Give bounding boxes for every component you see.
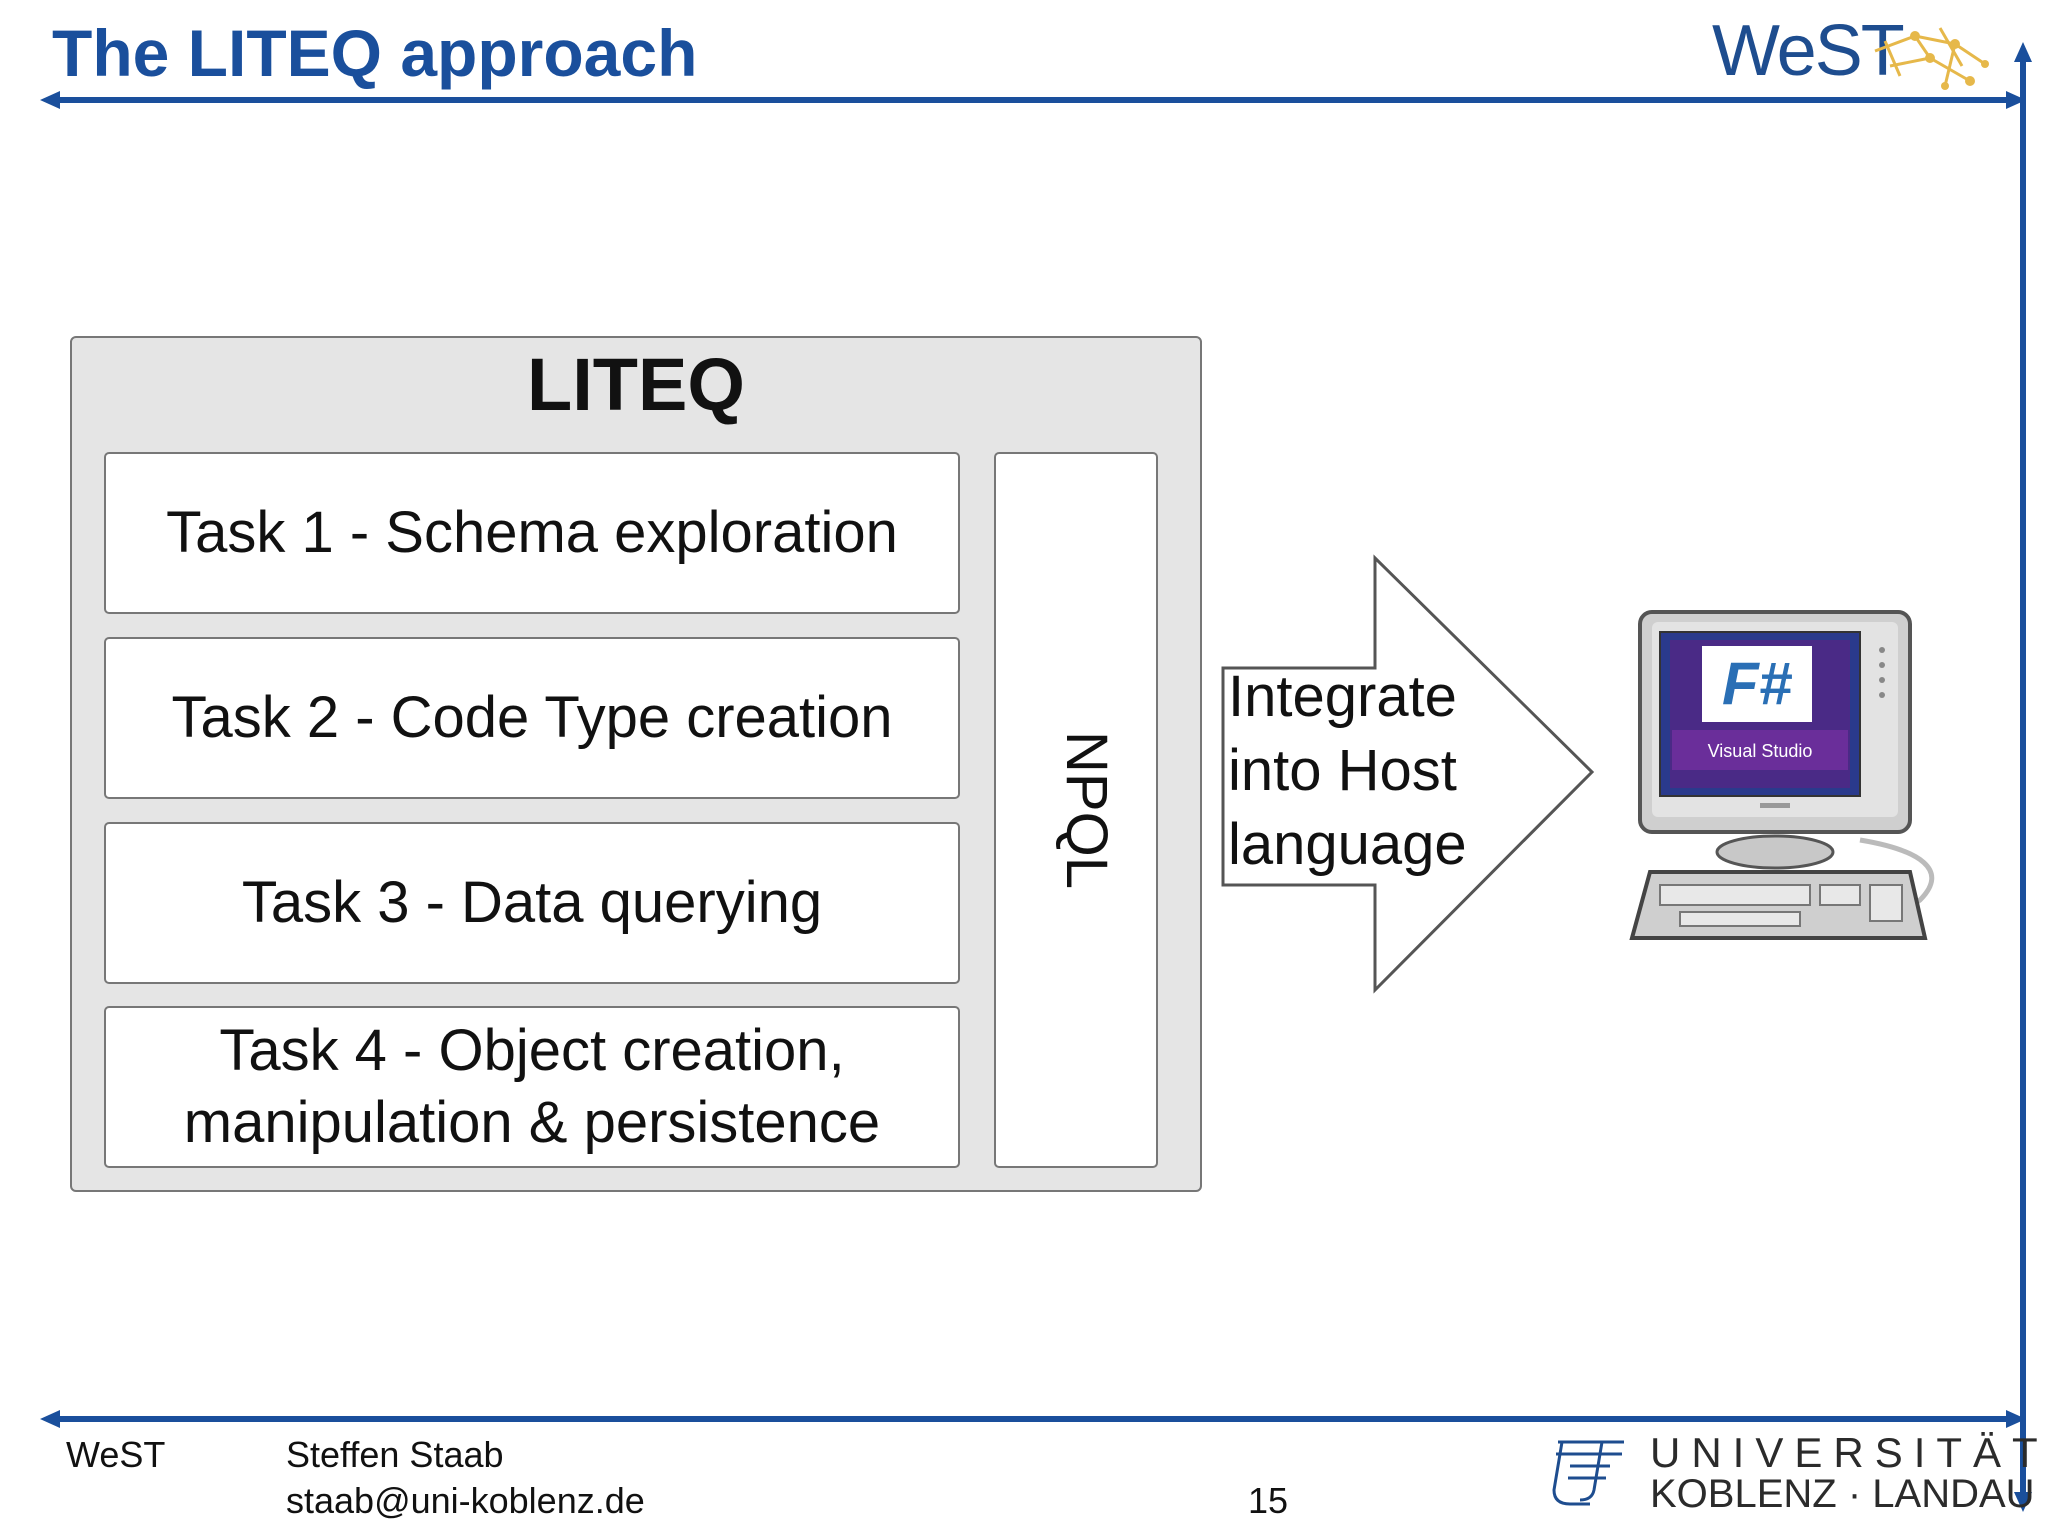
integrate-line-3: language: [1228, 812, 1467, 877]
task-4-label: Task 4 - Object creation, manipulation &…: [183, 1018, 881, 1155]
task-3-label: Task 3 - Data querying: [241, 870, 823, 935]
bottom-rule: [52, 1416, 2012, 1422]
bottom-rule-right-arrow: [2006, 1410, 2026, 1428]
task-2-label: Task 2 - Code Type creation: [171, 685, 893, 750]
west-logo: WeST: [1700, 6, 2000, 102]
slide-title: The LITEQ approach: [52, 16, 698, 90]
task-4-box: Task 4 - Object creation, manipulation &…: [104, 1006, 960, 1168]
footer-email: staab@uni-koblenz.de: [286, 1480, 645, 1521]
bottom-rule-left-arrow: [40, 1410, 60, 1428]
task-2-box: Task 2 - Code Type creation: [104, 637, 960, 799]
integrate-line-2: into Host: [1228, 738, 1457, 803]
page-number: 15: [1248, 1480, 1289, 1521]
top-rule: [52, 97, 2012, 103]
top-rule-right-arrow: [2006, 91, 2026, 109]
top-rule-left-arrow: [40, 91, 60, 109]
screen-logo-text: F#: [1722, 650, 1793, 717]
university-line-2: KOBLENZ · LANDAU: [1650, 1472, 2035, 1516]
network-graphic: [1874, 27, 1989, 90]
liteq-title: LITEQ: [527, 343, 745, 426]
integrate-line-1: Integrate: [1228, 664, 1457, 729]
right-rule-top-arrow: [2014, 42, 2032, 62]
computer-illustration: F# Visual Studio: [1620, 600, 1950, 950]
right-rule-bottom-arrow: [2014, 1492, 2032, 1512]
task-1-box: Task 1 - Schema exploration: [104, 452, 960, 614]
university-emblem-icon: [1552, 1440, 1624, 1506]
right-rule: [2020, 58, 2026, 1498]
screen-brand-text: Visual Studio: [1708, 741, 1813, 761]
task-3-box: Task 3 - Data querying: [104, 822, 960, 984]
computer-icon: F# Visual Studio: [1629, 610, 1935, 940]
footer-author: Steffen Staab: [286, 1434, 504, 1475]
university-logo: UNIVERSITÄT KOBLENZ · LANDAU: [1540, 1430, 2038, 1516]
npql-box: [994, 452, 1158, 1168]
west-logo-text: WeST: [1712, 11, 1905, 91]
university-line-1: UNIVERSITÄT: [1650, 1429, 2048, 1476]
integrate-label: Integrate into Host language: [1228, 660, 1467, 882]
integrate-arrow: [1221, 554, 1595, 994]
footer-group: WeST: [66, 1434, 166, 1475]
npql-label: NPQL: [1054, 731, 1119, 889]
task-1-label: Task 1 - Schema exploration: [166, 500, 898, 565]
